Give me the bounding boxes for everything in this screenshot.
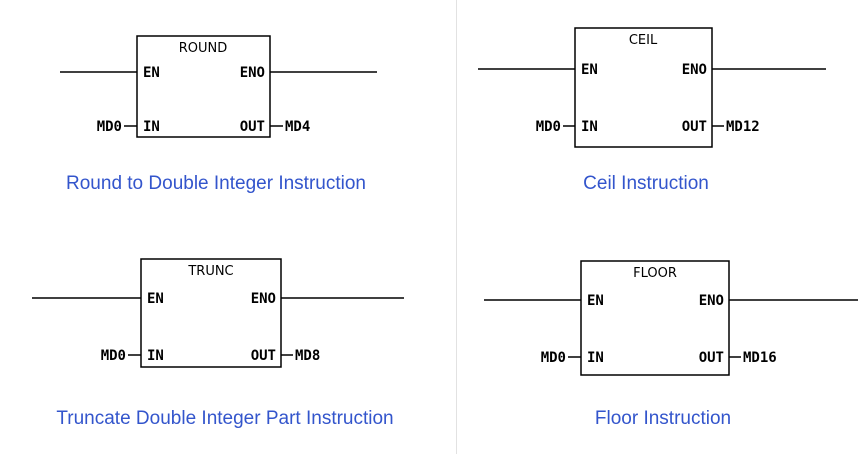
ceil-in-label: IN xyxy=(581,119,598,135)
ceil-caption: Ceil Instruction xyxy=(583,173,709,194)
center-divider xyxy=(456,0,457,454)
floor-input-operand: MD0 xyxy=(541,350,566,366)
round-input-operand: MD0 xyxy=(97,119,122,135)
trunc-in-label: IN xyxy=(147,348,164,364)
floor-block: FLOOR EN ENO IN OUT MD0 MD16 xyxy=(484,260,858,376)
floor-out-label: OUT xyxy=(699,350,724,366)
trunc-output-operand: MD8 xyxy=(295,348,320,364)
round-en-label: EN xyxy=(143,65,160,81)
round-block-box xyxy=(136,35,271,138)
round-in-label: IN xyxy=(143,119,160,135)
ceil-block: CEIL EN ENO IN OUT MD0 MD12 xyxy=(478,27,826,148)
ceil-title: CEIL xyxy=(629,33,658,48)
floor-output-operand: MD16 xyxy=(743,350,777,366)
round-out-label: OUT xyxy=(240,119,265,135)
trunc-caption: Truncate Double Integer Part Instruction xyxy=(56,408,394,429)
ceil-eno-label: ENO xyxy=(682,62,707,78)
round-block: ROUND EN ENO IN OUT MD0 MD4 xyxy=(60,35,377,138)
trunc-eno-label: ENO xyxy=(251,291,276,307)
ceil-block-box xyxy=(574,27,713,148)
trunc-out-label: OUT xyxy=(251,348,276,364)
floor-caption: Floor Instruction xyxy=(594,408,732,429)
trunc-title: TRUNC xyxy=(187,264,233,279)
floor-in-label: IN xyxy=(587,350,604,366)
round-output-operand: MD4 xyxy=(285,119,310,135)
ceil-out-label: OUT xyxy=(682,119,707,135)
ceil-output-operand: MD12 xyxy=(726,119,760,135)
trunc-block: TRUNC EN ENO IN OUT MD0 MD8 xyxy=(32,258,404,368)
trunc-block-box xyxy=(140,258,282,368)
round-caption: Round to Double Integer Instruction xyxy=(66,173,366,194)
floor-en-label: EN xyxy=(587,293,604,309)
ceil-input-operand: MD0 xyxy=(536,119,561,135)
floor-title: FLOOR xyxy=(633,266,677,281)
floor-block-box xyxy=(580,260,730,376)
trunc-input-operand: MD0 xyxy=(101,348,126,364)
round-eno-label: ENO xyxy=(240,65,265,81)
trunc-en-label: EN xyxy=(147,291,164,307)
floor-eno-label: ENO xyxy=(699,293,724,309)
ceil-en-label: EN xyxy=(581,62,598,78)
round-title: ROUND xyxy=(179,41,228,56)
